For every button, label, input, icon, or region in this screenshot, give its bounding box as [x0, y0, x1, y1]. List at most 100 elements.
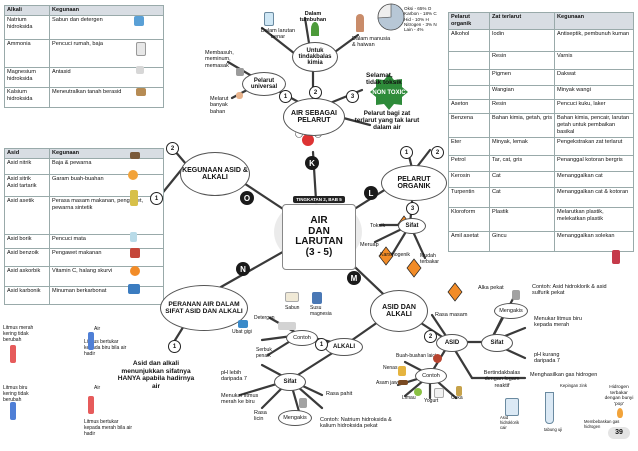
table-cell: Pengawet makanan: [49, 247, 164, 267]
node-mengakis-alkali: Mengakis: [278, 410, 312, 426]
litmus-blue-icon: [10, 402, 16, 420]
center-topic: TINGKATAN 2, BAB 5 AIR DAN LARUTAN (3 - …: [282, 196, 356, 270]
table-cell: Dakwat: [554, 68, 634, 86]
center-title-1: AIR: [310, 215, 328, 226]
table-cell: Varnis: [554, 50, 634, 70]
center-tag: TINGKATAN 2, BAB 5: [293, 196, 345, 203]
table-cell: Pengekstrakan zat terlarut: [554, 136, 634, 156]
table-cell: Cat: [489, 186, 555, 208]
eyedrop-icon: [130, 232, 137, 242]
table-cell: Sabun dan detergen: [49, 14, 164, 40]
table-cell: [448, 84, 490, 100]
magnesia-icon: [312, 292, 322, 304]
litmus-blue-wet-icon: [88, 396, 94, 414]
table-cell: Asid benzoik: [4, 247, 50, 267]
svg-text:NON TOXIC: NON TOXIC: [372, 90, 406, 96]
table-cell: Minyak wangi: [554, 84, 634, 100]
soap-icon: [285, 292, 299, 302]
litmus-red-wet-icon: [88, 332, 94, 350]
label-air-2: Air: [94, 385, 101, 391]
litmus-red-icon: [10, 345, 16, 363]
label-menukar-litmus-merah: Menukar litmus merah ke biru: [221, 393, 259, 406]
number-badge: 1: [279, 90, 292, 103]
node-pelarut-universal: Pelarut universal: [242, 72, 286, 96]
table-cell: Gincu: [489, 230, 555, 252]
label-pie-info: Oksi - 65% O Karbon - 18% C Hid - 10% H …: [404, 6, 437, 33]
number-badge: 1: [150, 192, 163, 205]
node-peranan: PERANAN AIR DALAM SIFAT ASID DAN ALKALI: [160, 285, 248, 331]
node-sifat-organik: Sifat: [398, 218, 426, 234]
label-buah-buahan: Buah-buahan laici: [396, 353, 437, 359]
lychee-icon: [433, 354, 442, 363]
label-meruap: Meruap: [360, 242, 379, 248]
table-cell: Plastik: [489, 206, 555, 232]
table-cell: Garam buah-buahan: [49, 173, 164, 197]
label-detergen: Detergen: [254, 315, 275, 321]
table-cell: [448, 68, 490, 86]
ammonia-icon: [136, 42, 146, 56]
label-yogurt: Yogurt: [424, 398, 439, 404]
label-ph-lebih: pH lebih daripada 7: [221, 370, 247, 383]
table-cell: Antiseptik, pembunuh kuman: [554, 28, 634, 52]
beaker-icon: [264, 12, 274, 26]
number-badge: 3: [406, 202, 419, 215]
node-mengakis-asid: Mengakis: [494, 303, 528, 319]
label-menghasilkan: Menghasilkan gas hidrogen: [530, 372, 598, 378]
table-cell: Menanggalkan solekan: [554, 230, 634, 252]
table-cell: Asid askorbik: [4, 265, 50, 287]
marker-m: M: [347, 271, 361, 285]
label-membebaskan: Membebaskan gas hidrogen: [584, 419, 620, 429]
label-membasuh: Membasuh, meminum, memasak: [205, 50, 234, 69]
bucket-icon: [236, 68, 244, 76]
table-cell: Melarutkan plastik, melekatkan plastik: [554, 206, 634, 232]
node-alkali: ALKALI: [325, 338, 363, 356]
label-toksik: Toksik: [370, 223, 386, 229]
table-cell: Menanggalkan cat: [554, 170, 634, 188]
label-hidrogen-terbakar: Hidrogen terbakar dengan bunyi 'pop': [604, 385, 634, 407]
vinegar-icon: [130, 190, 138, 206]
yogurt-icon: [434, 388, 444, 398]
table-cell: Minuman berkarbonat: [49, 285, 164, 305]
label-dalam-tumbuhan: Dalam tumbuhan: [299, 11, 327, 24]
label-asam-jawa: Asam jawa: [376, 380, 401, 386]
number-badge: 3: [346, 90, 359, 103]
label-asid-hidroklorik: Asid hidroklorik cair: [500, 415, 520, 430]
label-mudah: Mudah terbakar: [420, 253, 440, 265]
table-cell: Petrol: [448, 154, 490, 172]
tamarind-icon: [398, 380, 408, 385]
lime-icon: [136, 88, 146, 96]
label-litmus-biru: Litmus biru kering tidak berubah: [3, 385, 29, 403]
soda-icon: [128, 284, 140, 294]
label-rasa-licin: Rasa licin: [254, 410, 267, 423]
preserve-icon: [130, 248, 140, 258]
vinegar-bottle-icon: [456, 386, 462, 396]
label-nenas: Nenas: [383, 365, 398, 371]
table-cell: Kalsium hidroksida: [4, 86, 50, 108]
organic-solvent-table: Pelarut organik Zat terlarut Kegunaan Al…: [448, 12, 634, 252]
label-ubat-gigi: Ubat gigi: [232, 329, 252, 335]
marker-k: K: [305, 156, 319, 170]
col-header-alkali: Alkali: [4, 5, 50, 16]
table-cell: Natrium hidroksida: [4, 14, 50, 40]
table-cell: Tar, cat, gris: [489, 154, 555, 172]
node-sifat-asid: Sifat: [481, 334, 513, 352]
alkali-bottle-icon: [299, 398, 307, 408]
col-header-zat: Zat terlarut: [489, 12, 555, 30]
label-litmus-merah-tukar: Litmus bertukar kepada biru bila air had…: [84, 339, 127, 357]
node-asid-alkali: ASID DAN ALKALI: [370, 290, 428, 332]
number-badge: 1: [400, 146, 413, 159]
pineapple-icon: [398, 366, 406, 376]
col-header-kegunaan: Kegunaan: [554, 12, 634, 30]
table-cell: Pencuci kuku, laker: [554, 98, 634, 114]
number-badge: 2: [424, 330, 437, 343]
number-badge: 2: [309, 86, 322, 99]
